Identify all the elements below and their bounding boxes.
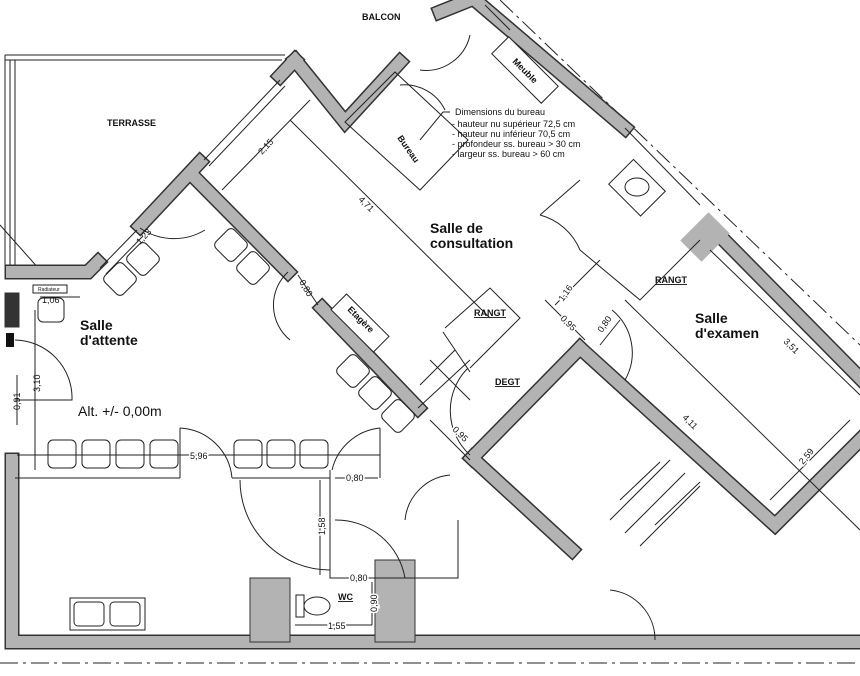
label-radiateur: Radiateur xyxy=(38,287,60,293)
dim-1-06: 1,06 xyxy=(42,295,60,305)
dim-3-51: 3,51 xyxy=(782,336,801,355)
dim-0-95-b: 0,95 xyxy=(451,424,470,443)
waiting-chairs xyxy=(32,228,415,469)
washbasin-icon xyxy=(608,158,666,217)
note-line: - largeur ss. bureau > 60 cm xyxy=(452,149,565,159)
note-line: - hauteur nu inférieur 70,5 cm xyxy=(452,129,570,139)
terrace-boundary xyxy=(0,54,285,271)
label-consultation-2: consultation xyxy=(430,235,513,251)
altitude-label: Alt. +/- 0,00m xyxy=(78,403,162,419)
dim-4-11: 4,11 xyxy=(681,412,700,431)
label-attente-2: d'attente xyxy=(80,332,138,348)
dim-0-80-a: 0,80 xyxy=(297,278,314,298)
label-terrasse: TERRASSE xyxy=(107,118,156,128)
label-balcon: BALCON xyxy=(362,12,401,22)
door-swings xyxy=(14,34,656,641)
desk-dimensions-note: Dimensions du bureau - hauteur nu supéri… xyxy=(419,107,580,159)
label-wc: WC xyxy=(338,592,353,602)
label-examen-2: d'examen xyxy=(695,325,759,341)
desk xyxy=(344,71,469,191)
dimension-lines xyxy=(16,99,860,626)
dim-1-58: 1,58 xyxy=(317,517,327,535)
dim-1-55: 1,55 xyxy=(328,621,346,631)
label-bureau: Bureau xyxy=(395,133,421,164)
walls xyxy=(4,0,860,650)
note-line: - hauteur nu supérieur 72,5 cm xyxy=(452,119,575,129)
shelf xyxy=(330,293,390,353)
note-line: - profondeur ss. bureau > 30 cm xyxy=(452,139,580,149)
dim-0-80-c: 0,80 xyxy=(350,573,368,583)
dim-4-71: 4,71 xyxy=(357,194,376,213)
balcony-edge-line xyxy=(499,0,860,346)
label-rangt-2: RANGT xyxy=(655,275,687,285)
dim-2-15: 2,15 xyxy=(256,137,275,157)
label-attente-1: Salle xyxy=(80,317,113,333)
dim-0-90: 0,90 xyxy=(369,594,379,612)
label-degt: DEGT xyxy=(495,377,521,387)
label-examen-1: Salle xyxy=(695,310,728,326)
kitchen-sink xyxy=(69,597,146,631)
dim-0-91: 0,91 xyxy=(12,392,22,410)
cabinet xyxy=(491,36,559,104)
dim-0-80-b: 0,80 xyxy=(346,473,364,483)
dim-3-10: 3,10 xyxy=(32,374,42,392)
toilet-icon xyxy=(295,594,331,618)
note-title: Dimensions du bureau xyxy=(455,107,545,117)
label-consultation-1: Salle de xyxy=(430,220,483,236)
dim-5-96: 5,96 xyxy=(190,451,208,461)
label-rangt-1: RANGT xyxy=(474,308,506,318)
dim-1-16: 1,16 xyxy=(556,283,574,303)
